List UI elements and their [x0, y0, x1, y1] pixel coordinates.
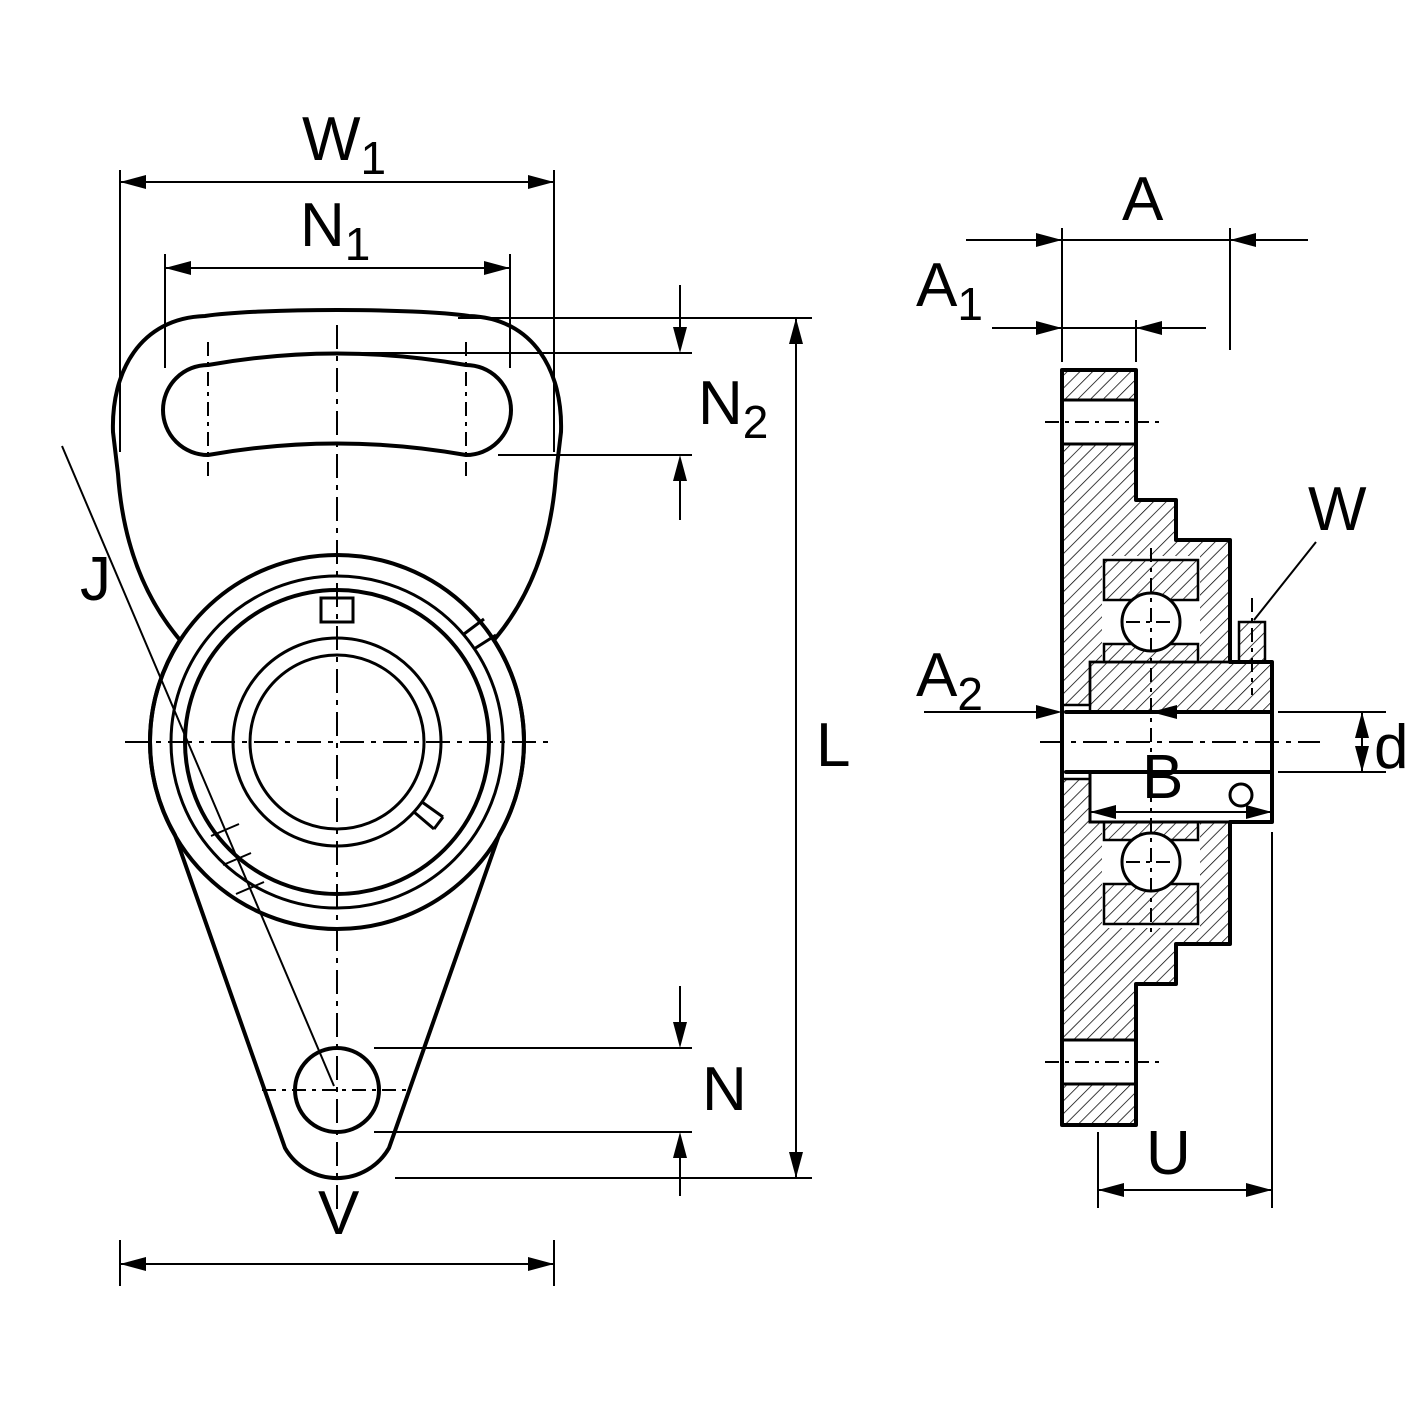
j-tick — [210, 823, 240, 837]
arrowhead — [120, 175, 146, 189]
arrowhead — [528, 175, 554, 189]
collar-tab-line — [432, 816, 445, 830]
dim-label-a: A — [1122, 165, 1164, 234]
dim-label-l: L — [816, 711, 850, 780]
hatch-region-flange-top — [1060, 368, 1138, 402]
arrowhead — [1246, 1183, 1272, 1197]
arrowhead — [1036, 705, 1062, 719]
j-tick — [235, 881, 265, 895]
notch-line — [473, 633, 497, 651]
dim-label-b: B — [1142, 743, 1183, 812]
arrowhead — [484, 261, 510, 275]
dim-label-u: U — [1146, 1119, 1191, 1188]
dim-label-w: W — [1308, 475, 1367, 544]
arrowhead — [673, 327, 687, 353]
arrowhead — [165, 261, 191, 275]
arrowhead — [673, 455, 687, 481]
notch-line — [463, 617, 485, 636]
dim-label-d: d — [1374, 713, 1408, 782]
arrowhead — [1136, 321, 1162, 335]
dimension-labels: W1 N1 N2 J L N V A A1 A2 W d B U — [80, 105, 1408, 1248]
sleeve-section-upper — [1088, 660, 1274, 714]
dim-label-a2: A2 — [916, 641, 983, 720]
collar-tab-line — [421, 800, 444, 819]
arrowhead — [528, 1257, 554, 1271]
j-tick — [222, 852, 252, 866]
dim-label-a1: A1 — [916, 251, 983, 330]
arrowhead — [673, 1022, 687, 1048]
dim-label-n: N — [702, 1055, 747, 1124]
arrowhead — [1246, 805, 1272, 819]
j-reference-line — [61, 445, 335, 1087]
arrowhead — [1036, 321, 1062, 335]
dim-label-j: J — [80, 545, 111, 614]
dim-label-n2: N2 — [698, 369, 768, 448]
dim-label-w1: W1 — [302, 105, 386, 184]
front-view — [61, 170, 812, 1286]
arrowhead — [120, 1257, 146, 1271]
arrowhead — [1355, 746, 1369, 772]
arrowhead — [1036, 233, 1062, 247]
arrowhead — [673, 1132, 687, 1158]
side-section-view — [924, 228, 1386, 1208]
arrowhead — [789, 318, 803, 344]
arrowhead — [1230, 233, 1256, 247]
side-view-outline — [1060, 368, 1274, 1127]
arrowhead — [1098, 1183, 1124, 1197]
lubrication-hole — [1228, 782, 1254, 808]
arrowhead — [1151, 705, 1177, 719]
dim-label-v: V — [318, 1179, 360, 1248]
collar-tab-line — [413, 810, 435, 831]
arrowhead — [1355, 712, 1369, 738]
hatch-region-flange-bottom — [1060, 1082, 1138, 1127]
arrowhead — [789, 1152, 803, 1178]
arrowhead — [1090, 805, 1116, 819]
dim-label-n1: N1 — [300, 191, 370, 270]
w-leader-line — [1253, 541, 1317, 621]
